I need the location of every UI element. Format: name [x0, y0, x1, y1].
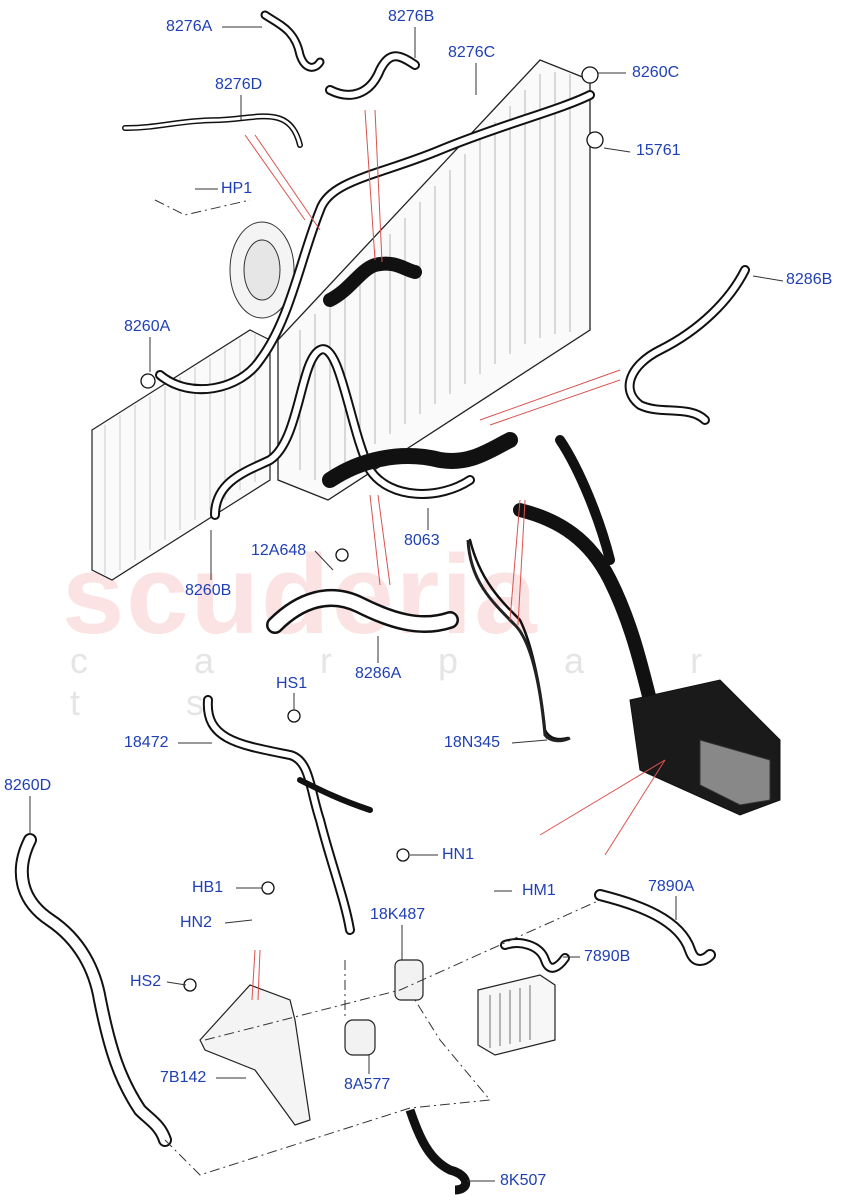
pipe-18n345: [466, 539, 571, 743]
callout-8276b: 8276B: [388, 8, 435, 25]
callout-8260d: 8260D: [4, 777, 52, 794]
callout-15761: 15761: [636, 142, 681, 159]
watermark-tagline: c a r p a r t s: [70, 640, 751, 723]
callout-8260a: 8260A: [124, 318, 171, 335]
condenser: [91, 329, 271, 581]
callout-18472: 18472: [124, 734, 169, 751]
callout-8a577: 8A577: [344, 1076, 391, 1093]
hose-8260d: [14, 833, 172, 1147]
callout-8276d: 8276D: [215, 76, 263, 93]
callout-8286a: 8286A: [355, 665, 402, 682]
callout-hn1: HN1: [442, 846, 475, 863]
hose-7890: [500, 889, 716, 973]
callout-8276c: 8276C: [448, 44, 496, 61]
callout-hb1: HB1: [192, 879, 224, 896]
callout-8063: 8063: [404, 532, 440, 549]
hose-8286a: [266, 589, 459, 634]
engine-component: [229, 221, 295, 319]
callout-8260b: 8260B: [185, 582, 232, 599]
callout-hp1: HP1: [221, 180, 253, 197]
callout-7b142: 7B142: [160, 1069, 207, 1086]
hose-8286b: [624, 265, 750, 425]
callout-8k507: 8K507: [500, 1172, 547, 1189]
hose-8276: [122, 10, 420, 148]
assembly-lines: [154, 199, 601, 1176]
radiator-main: [277, 59, 591, 501]
callout-7890a: 7890A: [648, 878, 695, 895]
leader-lines: [29, 26, 784, 1182]
callout-8260c: 8260C: [632, 64, 680, 81]
callout-7890b: 7890B: [584, 948, 631, 965]
coolant-reservoir: [629, 679, 781, 816]
callout-hm1: HM1: [522, 882, 556, 899]
callout-8286b: 8286B: [786, 271, 833, 288]
callout-18k487: 18K487: [370, 906, 426, 923]
valves: [344, 959, 471, 1195]
reference-lines: [244, 109, 666, 1001]
oil-cooler: [477, 974, 556, 1056]
callout-hn2: HN2: [180, 914, 213, 931]
coolant-hoses: [155, 90, 657, 741]
callout-hs1: HS1: [276, 675, 308, 692]
callout-hs2: HS2: [130, 973, 162, 990]
callout-12a648: 12A648: [251, 542, 307, 559]
bracket-7b142: [199, 984, 311, 1126]
hose-18472: [202, 695, 373, 935]
callout-18n345: 18N345: [444, 734, 501, 751]
callout-8276a: 8276A: [166, 18, 213, 35]
